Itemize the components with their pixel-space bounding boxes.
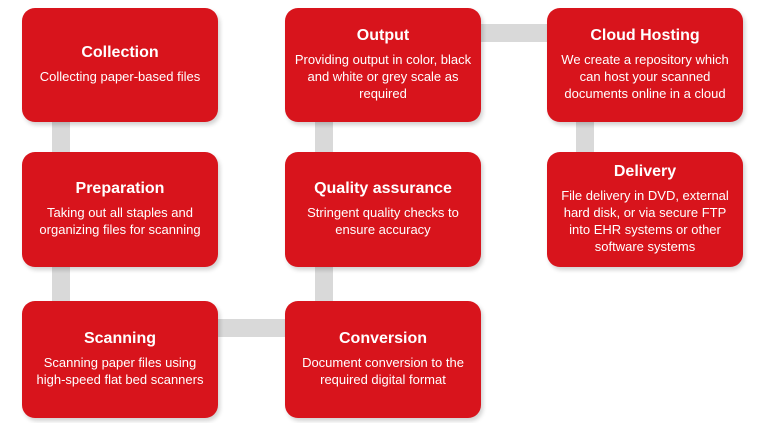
node-scanning-description: Scanning paper files using high-speed fl… [36, 355, 204, 388]
connector-conversion-quality-assurance [315, 264, 333, 304]
node-conversion-title: Conversion [338, 329, 427, 347]
node-output-title: Output [356, 26, 410, 44]
connector-preparation-scanning [52, 264, 70, 304]
node-preparation: Preparation Taking out all staples and o… [22, 152, 218, 267]
connector-output-cloud-hosting [479, 24, 550, 42]
connector-quality-assurance-output [315, 118, 333, 156]
node-preparation-description: Taking out all staples and organizing fi… [39, 205, 201, 238]
node-output: Output Providing output in color, black … [285, 8, 481, 122]
node-cloud-hosting-description: We create a repository which can host yo… [561, 52, 729, 102]
node-preparation-title: Preparation [75, 179, 165, 197]
connector-collection-preparation [52, 118, 70, 156]
node-output-description: Providing output in color, black and whi… [294, 52, 472, 102]
node-delivery: Delivery File delivery in DVD, external … [547, 152, 743, 267]
node-collection: Collection Collecting paper-based files [22, 8, 218, 122]
node-scanning: Scanning Scanning paper files using high… [22, 301, 218, 418]
node-quality-assurance-title: Quality assurance [314, 179, 452, 197]
node-scanning-title: Scanning [83, 329, 156, 347]
node-quality-assurance-description: Stringent quality checks to ensure accur… [307, 205, 459, 238]
node-cloud-hosting-title: Cloud Hosting [590, 26, 700, 44]
node-cloud-hosting: Cloud Hosting We create a repository whi… [547, 8, 743, 122]
connector-cloud-hosting-delivery [576, 118, 594, 156]
node-delivery-title: Delivery [613, 163, 677, 181]
node-conversion-description: Document conversion to the required digi… [302, 355, 464, 388]
node-collection-description: Collecting paper-based files [39, 69, 201, 85]
node-delivery-description: File delivery in DVD, external hard disk… [561, 188, 729, 255]
node-collection-title: Collection [81, 43, 159, 61]
node-quality-assurance: Quality assurance Stringent quality chec… [285, 152, 481, 267]
connector-scanning-conversion [215, 319, 288, 337]
node-conversion: Conversion Document conversion to the re… [285, 301, 481, 418]
